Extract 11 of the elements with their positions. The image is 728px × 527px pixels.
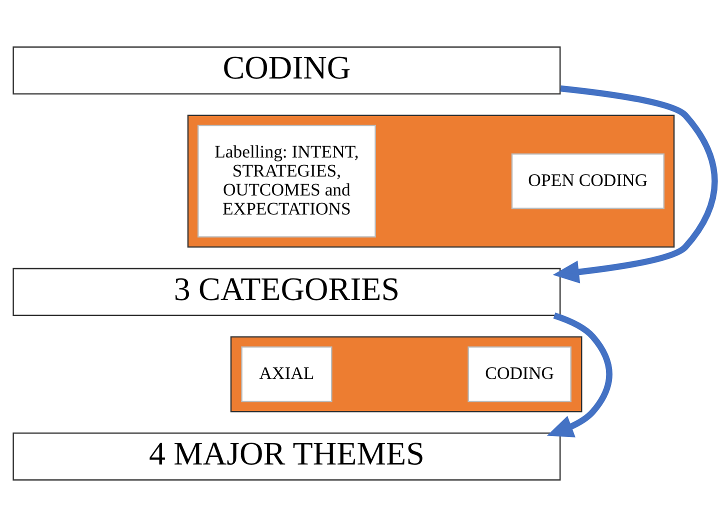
node-box: AXIAL [241,346,332,402]
node-box: 3 CATEGORIES [12,268,561,316]
node-box: CODING [12,46,561,95]
cluster [187,114,675,248]
node-box: 4 MAJOR THEMES [12,432,561,481]
node-box: OPEN CODING [511,153,665,210]
node-box: Labelling: INTENT, STRATEGIES, OUTCOMES and EXPECTATIONS [197,124,376,238]
arrow [546,312,612,438]
node-box: CODING [468,346,572,402]
arrow [552,85,718,284]
cluster [230,336,582,412]
